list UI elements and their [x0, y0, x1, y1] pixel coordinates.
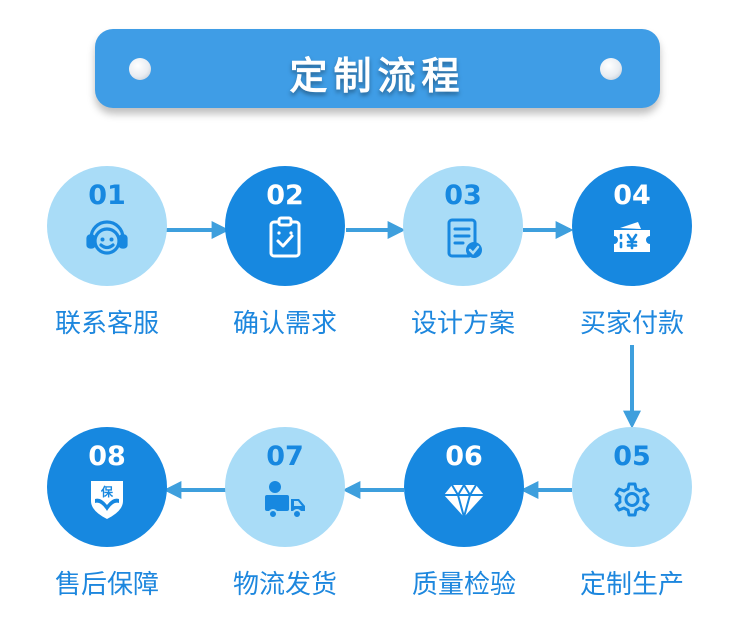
step-number: 03 — [444, 180, 482, 211]
step-circle: 08 保 — [47, 427, 167, 547]
step-number: 07 — [266, 441, 304, 472]
step-label: 设计方案 — [410, 309, 515, 339]
step-circle: 01 — [47, 166, 167, 286]
step-label: 售后保障 — [54, 570, 159, 600]
step-number: 05 — [613, 441, 651, 472]
step-number: 06 — [445, 441, 483, 472]
headset-icon — [86, 220, 128, 255]
document-check-icon — [447, 218, 482, 258]
step-label: 质量检验 — [411, 570, 516, 600]
step-label: 联系客服 — [54, 309, 159, 339]
step-circle: 04 — [572, 166, 692, 286]
yen-ticket-icon — [614, 222, 650, 252]
step-number: 04 — [613, 180, 651, 211]
step-circle: 05 — [572, 427, 692, 547]
svg-text:保: 保 — [100, 484, 114, 499]
clipboard-check-icon — [269, 216, 301, 258]
banner-right-dot — [600, 58, 622, 80]
step-label: 物流发货 — [232, 570, 337, 600]
banner-left-dot — [129, 58, 151, 80]
step-label: 确认需求 — [232, 309, 337, 339]
banner-title: 定制流程 — [289, 54, 466, 98]
step-number: 02 — [266, 180, 304, 211]
gear-icon — [614, 482, 650, 517]
step-circle: 06 — [404, 427, 524, 547]
step-circle: 07 — [225, 427, 345, 547]
step-circle: 03 — [403, 166, 523, 286]
delivery-truck-icon — [265, 481, 305, 519]
diamond-icon — [444, 484, 484, 518]
step-number: 08 — [88, 441, 126, 472]
shield-hands-icon: 保 — [91, 481, 123, 519]
step-number: 01 — [88, 180, 126, 211]
step-circle: 02 — [225, 166, 345, 286]
step-label: 定制生产 — [579, 570, 684, 600]
title-banner: 定制流程 — [95, 29, 660, 108]
step-label: 买家付款 — [579, 309, 684, 339]
